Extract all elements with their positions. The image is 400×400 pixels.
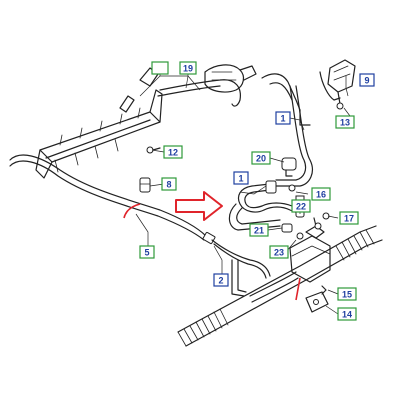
callout-22: 22 xyxy=(291,199,311,213)
svg-text:16: 16 xyxy=(316,190,326,200)
svg-text:2: 2 xyxy=(218,276,223,286)
callout-8: 8 xyxy=(161,177,177,191)
callout-23: 23 xyxy=(269,245,289,259)
svg-text:13: 13 xyxy=(340,118,350,128)
leader-lines xyxy=(135,68,351,315)
callout-16: 16 xyxy=(311,187,331,201)
callout-12: 12 xyxy=(163,145,183,159)
callout-14: 14 xyxy=(337,307,357,321)
svg-text:19: 19 xyxy=(183,64,193,74)
pump-assembly xyxy=(204,59,356,126)
svg-text:22: 22 xyxy=(296,202,306,212)
callout-19: 19 xyxy=(179,61,197,75)
callout-20: 20 xyxy=(251,151,271,165)
callout-2: 2 xyxy=(213,273,229,287)
svg-text:23: 23 xyxy=(274,248,284,258)
svg-text:1: 1 xyxy=(238,174,243,184)
callout-1-top: 1 xyxy=(275,111,291,125)
hose-1-upper xyxy=(275,85,313,187)
svg-text:21: 21 xyxy=(254,226,264,236)
callout-13: 13 xyxy=(335,115,355,129)
small-fittings xyxy=(139,146,330,240)
svg-text:1: 1 xyxy=(280,114,285,124)
callout-21: 21 xyxy=(249,223,269,237)
steering-rack xyxy=(177,217,383,347)
svg-text:5: 5 xyxy=(144,248,149,258)
callout-5: 5 xyxy=(139,245,155,259)
callout-17: 17 xyxy=(339,211,359,225)
highlight-line xyxy=(123,203,141,219)
svg-text:20: 20 xyxy=(256,154,266,164)
callout-15: 15 xyxy=(337,287,357,301)
svg-text:12: 12 xyxy=(168,148,178,158)
svg-text:15: 15 xyxy=(342,290,352,300)
callout-arrow-icon xyxy=(175,191,223,221)
callout-19-ghost xyxy=(151,61,169,75)
callout-1-mid: 1 xyxy=(233,171,249,185)
cooler-bracket-assembly xyxy=(35,67,241,179)
svg-text:17: 17 xyxy=(344,214,354,224)
svg-text:9: 9 xyxy=(364,76,369,86)
svg-text:14: 14 xyxy=(342,310,352,320)
svg-text:8: 8 xyxy=(166,180,171,190)
callout-9: 9 xyxy=(359,73,375,87)
lower-pipe xyxy=(9,154,271,297)
